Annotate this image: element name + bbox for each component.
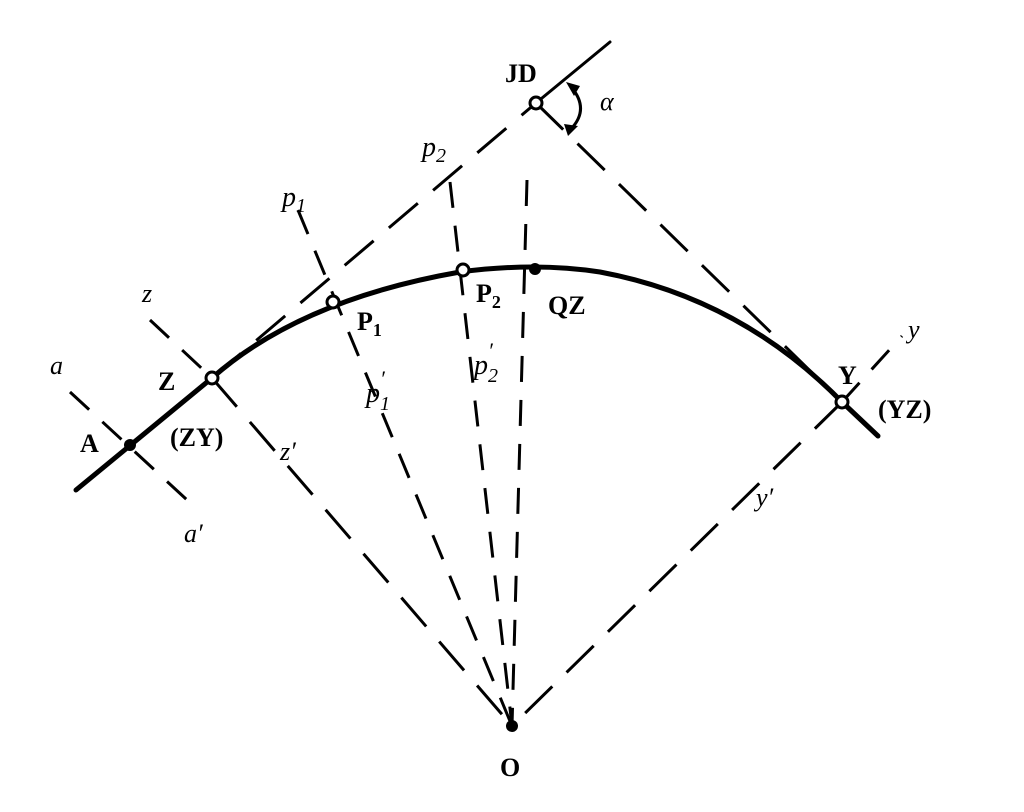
- tangent-line-end-dashed: [534, 101, 844, 404]
- label-p1-top: p1: [280, 182, 306, 217]
- label-qz: QZ: [548, 291, 586, 320]
- angle-arrow-top: [566, 82, 580, 96]
- label-z: Z: [158, 367, 175, 396]
- label-p1: P1: [357, 307, 382, 340]
- point-yz: [834, 394, 850, 410]
- label-y-prime: y′: [753, 483, 774, 512]
- label-a: A: [80, 429, 99, 458]
- angle-arrow-bottom: [564, 124, 578, 136]
- label-a-prime: a′: [184, 519, 203, 548]
- label-y: Y: [838, 361, 857, 390]
- deflection-angle-arc: [568, 86, 582, 132]
- label-alpha: α: [600, 87, 615, 116]
- point-jd: [528, 95, 544, 111]
- label-p2: P2: [476, 279, 501, 312]
- tangent-line-end-solid: [839, 399, 881, 439]
- normal-line-y: [840, 334, 904, 404]
- label-p2-prime: p2′: [472, 338, 498, 387]
- point-a: [124, 439, 136, 451]
- tangent-line-start-dashed: [211, 101, 537, 380]
- radius-line-zy: [210, 377, 514, 727]
- label-p1-prime: p1′: [364, 366, 390, 415]
- tangent-line-start-solid: [73, 375, 215, 493]
- radius-line-yz: [510, 400, 844, 728]
- point-p2: [455, 262, 471, 278]
- point-zy: [204, 370, 220, 386]
- label-o: O: [500, 753, 520, 782]
- tangent-line-extension: [534, 40, 612, 105]
- point-qz: [529, 263, 541, 275]
- point-o: [506, 720, 518, 732]
- label-a-top: a: [50, 351, 63, 380]
- radius-line-qz: [510, 179, 529, 727]
- label-jd: JD: [505, 59, 537, 88]
- normal-line-a: [68, 390, 200, 512]
- point-p1: [325, 294, 341, 310]
- label-z-prime: z′: [279, 437, 296, 466]
- label-z-top: z: [141, 279, 152, 308]
- label-y-top: y: [905, 315, 920, 344]
- label-p2-top: p2: [420, 132, 446, 167]
- circular-arc: [209, 264, 845, 405]
- label-yz: (YZ): [878, 395, 931, 424]
- label-zy: (ZY): [170, 423, 223, 452]
- normal-line-z: [148, 318, 214, 380]
